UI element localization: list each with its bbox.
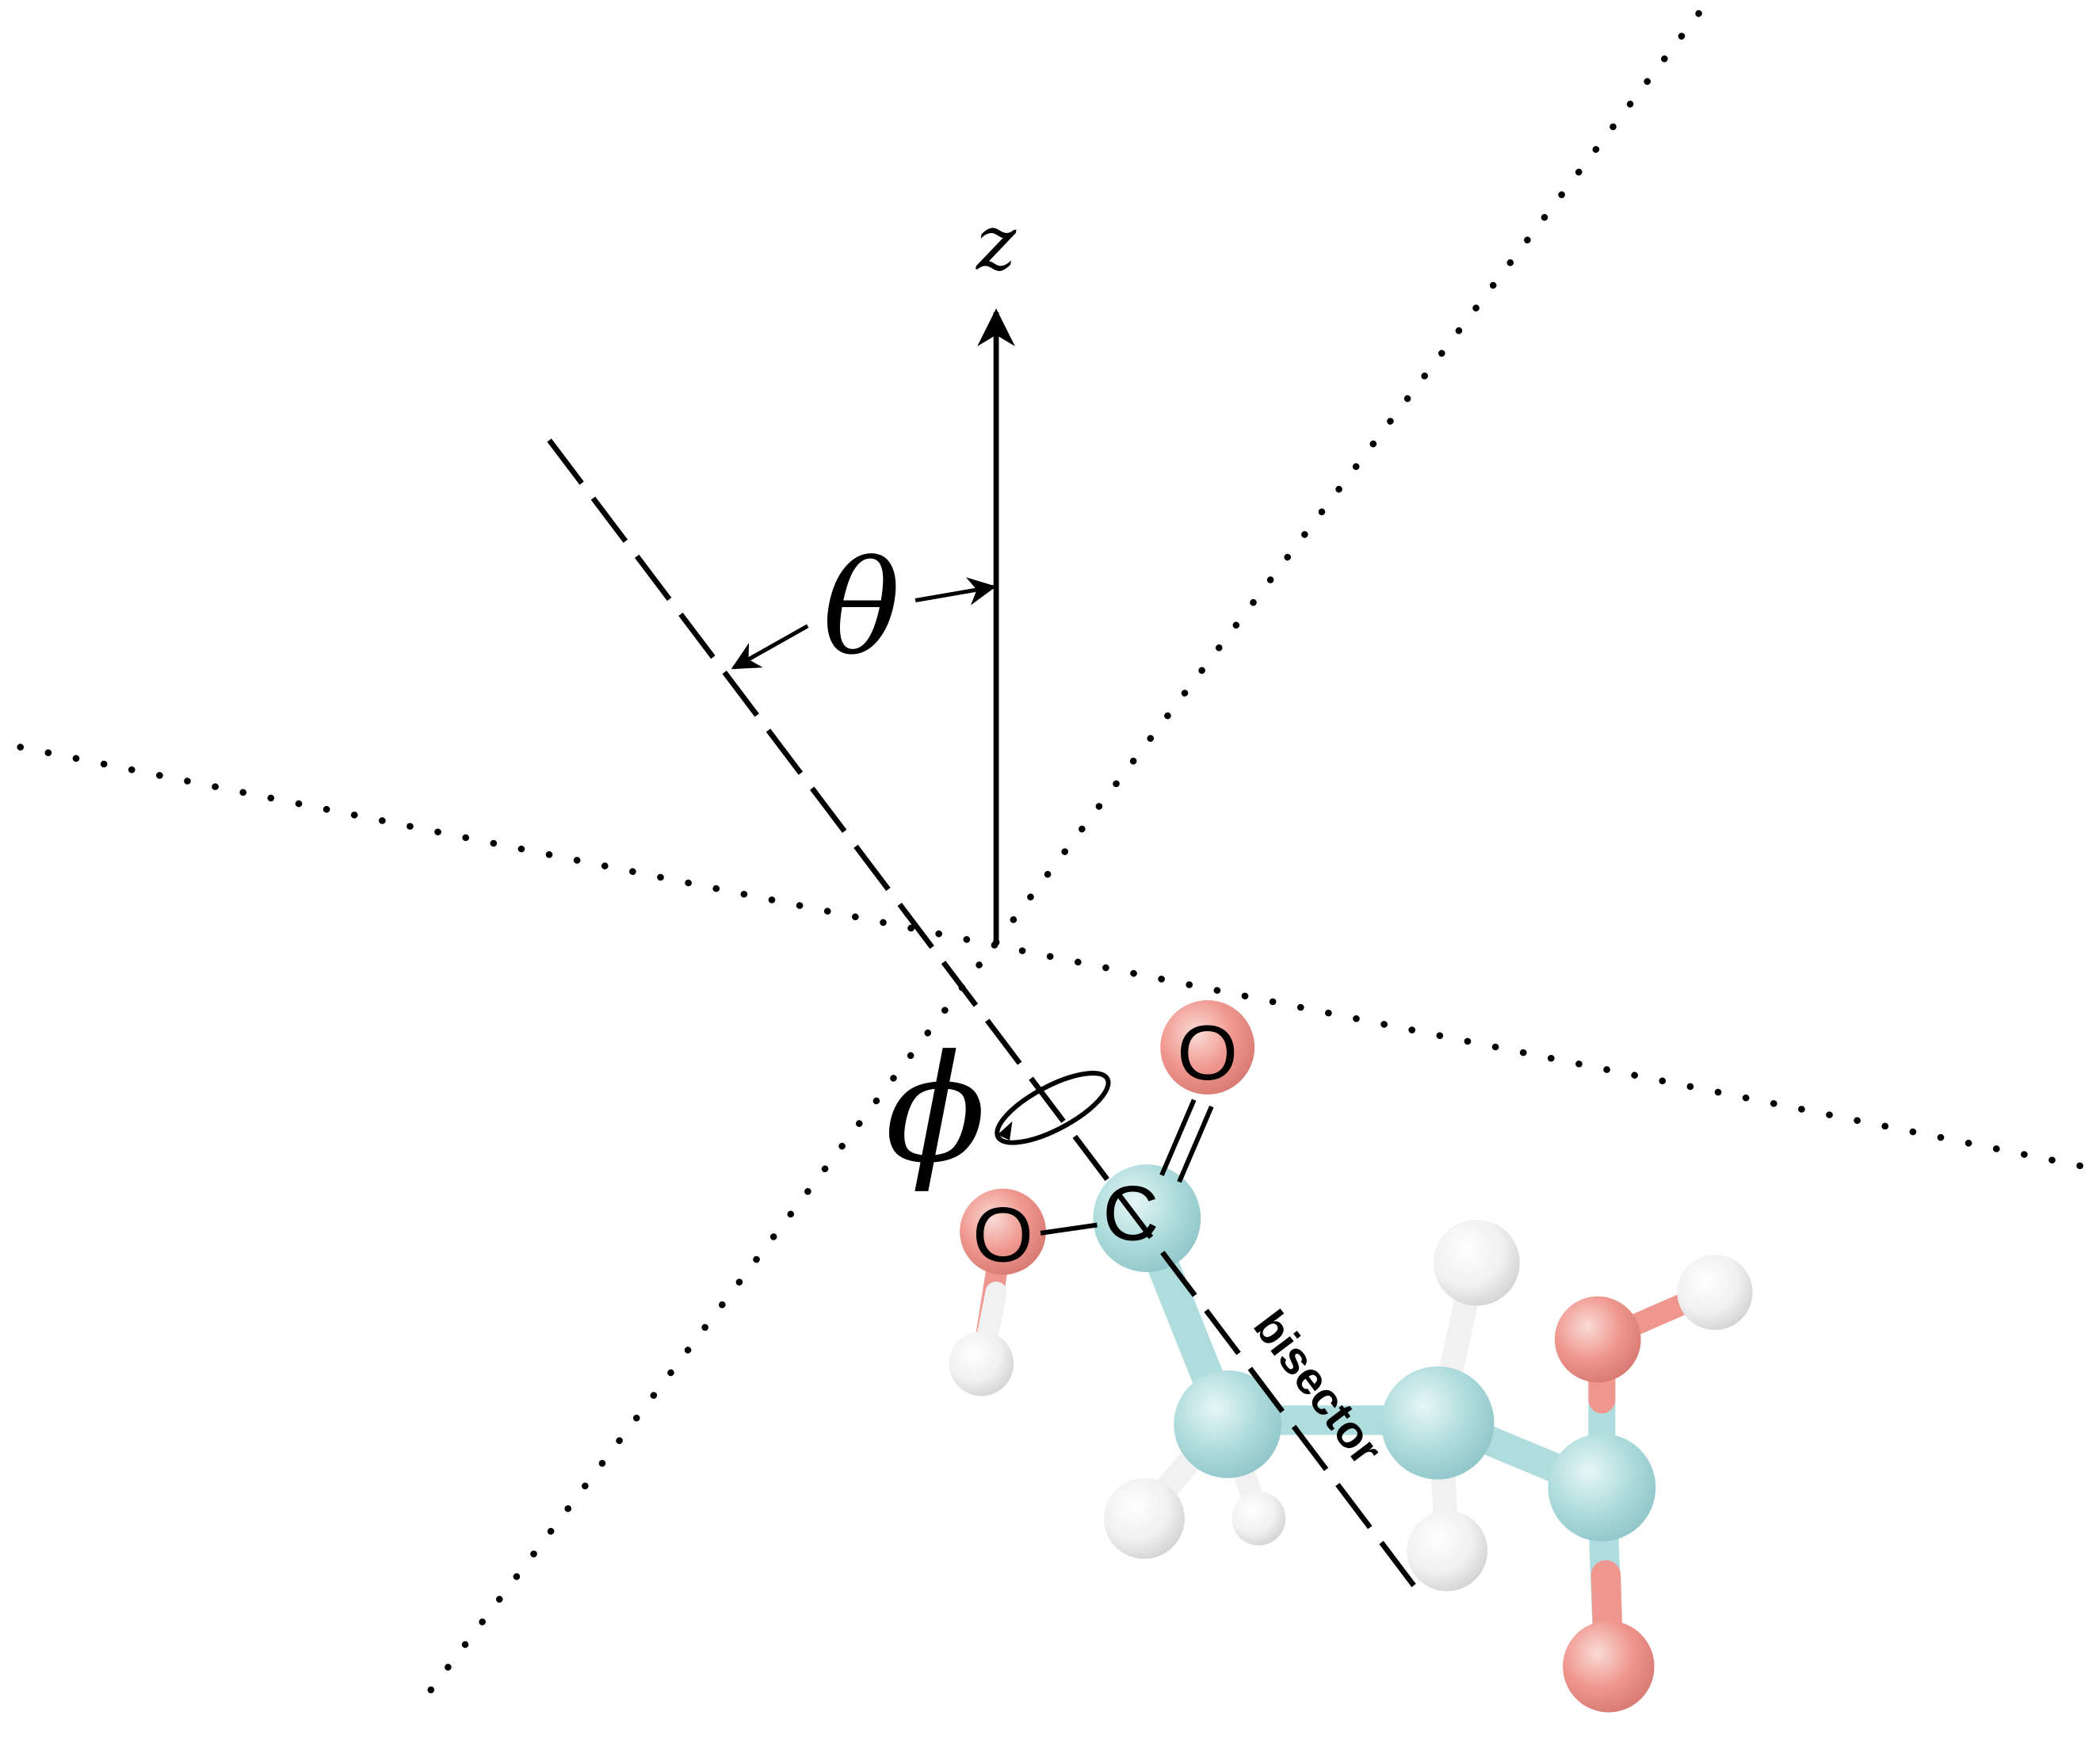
theta-angle-indicator: θ xyxy=(731,534,997,684)
hydrogen-atom xyxy=(949,1331,1014,1397)
hydrogen-atom xyxy=(1407,1510,1487,1591)
hydrogen-atom xyxy=(1103,1477,1185,1559)
carbon-atom xyxy=(1093,1164,1201,1273)
molecule-atoms xyxy=(949,999,1753,1713)
carbon-atom xyxy=(1548,1433,1656,1542)
hydrogen-atom xyxy=(1434,1219,1520,1306)
reference-plane-lines xyxy=(17,10,2097,1702)
oxygen-atom xyxy=(1160,999,1255,1095)
oxygen-atom xyxy=(1563,1620,1655,1713)
oxygen-atom xyxy=(960,1188,1046,1275)
carbon-atom xyxy=(1380,1366,1495,1480)
hydrogen-atom xyxy=(1231,1491,1286,1546)
molecule xyxy=(949,999,1753,1713)
bisector-line xyxy=(547,438,1426,1601)
carbonyl-oxygen-label: O xyxy=(1177,1009,1238,1096)
oxygen-atom xyxy=(1554,1296,1641,1383)
carboxyl-annotation: O C O xyxy=(972,1009,1238,1278)
phi-label: ϕ xyxy=(885,1024,986,1196)
z-axis-label: z xyxy=(976,201,1017,288)
dotted-line-diagonal xyxy=(420,10,1702,1702)
rotation-arrow-icon xyxy=(995,1071,1111,1145)
theta-label: θ xyxy=(823,534,900,684)
theta-arrow-left xyxy=(731,624,809,670)
hydrogen-atom xyxy=(1677,1254,1753,1331)
dotted-line-horizontal xyxy=(17,743,2097,1172)
phi-rotation-indicator: ϕ xyxy=(885,1024,1111,1196)
hydroxyl-oxygen-label: O xyxy=(972,1190,1033,1278)
carbon-atom xyxy=(1174,1370,1282,1478)
theta-arrow-right xyxy=(914,577,997,606)
carbon-label: C xyxy=(1102,1169,1159,1256)
